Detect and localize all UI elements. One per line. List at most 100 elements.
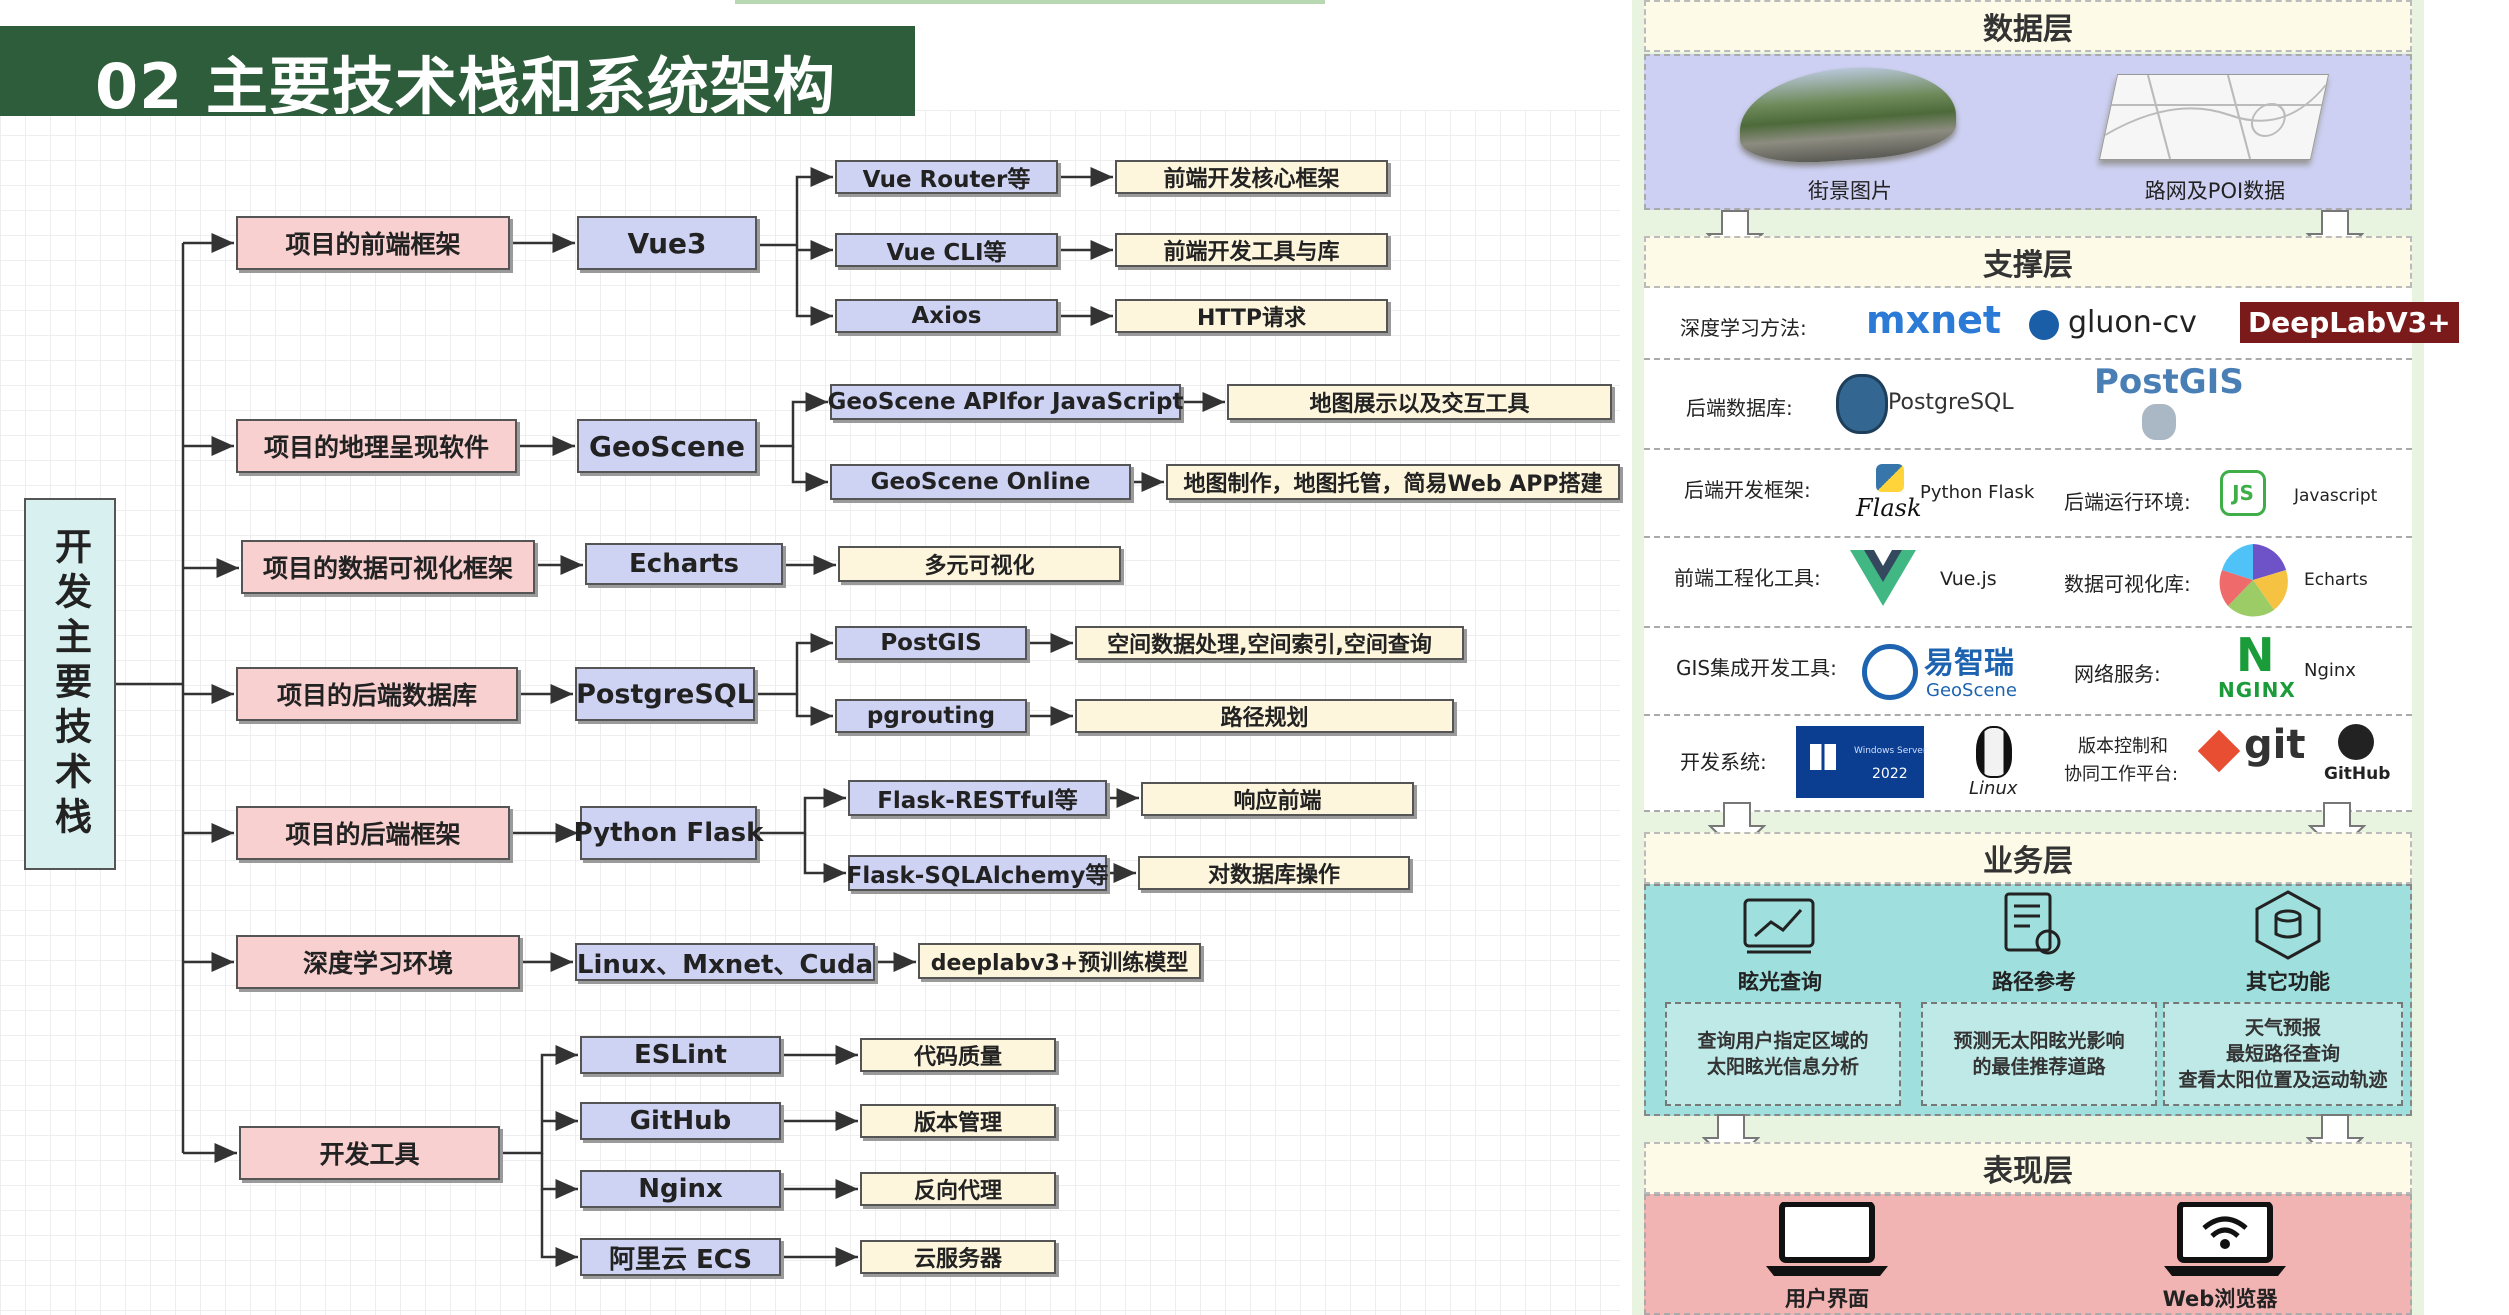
github-text: GitHub (2324, 764, 2391, 784)
vuejs-text: Vue.js (1940, 568, 1997, 590)
sub-pgrouting: pgrouting (835, 699, 1027, 733)
category-dataviz: 项目的数据可视化框架 (241, 540, 535, 594)
tech-vue3: Vue3 (577, 216, 757, 270)
echarts-icon (2219, 544, 2288, 617)
category-devtools: 开发工具 (239, 1126, 500, 1180)
python-icon (1876, 464, 1904, 492)
presentation-layer-header: 表现层 (1644, 1142, 2412, 1194)
desc-db-ops: 对数据库操作 (1138, 856, 1410, 890)
road-poi-label: 路网及POI数据 (2144, 179, 2286, 203)
postgis-elephant-icon (2142, 404, 2176, 440)
tech-postgresql: PostgreSQL (575, 667, 755, 721)
desc-routing: 路径规划 (1075, 699, 1454, 733)
other-functions-desc: 天气预报 最短路径查询 查看太阳位置及运动轨迹 (2163, 1002, 2403, 1106)
top-accent-line (735, 0, 1325, 4)
desc-map-display: 地图展示以及交互工具 (1227, 384, 1612, 420)
support-row-frontend-tools: 前端工程化工具: Vue.js 数据可视化库: Echarts (1644, 538, 2412, 628)
sub-axios: Axios (835, 299, 1058, 333)
category-frontend: 项目的前端框架 (236, 216, 510, 270)
git-logo: git (2244, 722, 2306, 768)
desc-multiviz: 多元可视化 (838, 546, 1121, 582)
data-layer-title: 数据层 (1983, 12, 2073, 47)
sub-flask-sqlalchemy: Flask-SQLAlchemy等 (847, 855, 1108, 891)
other-desc-line3: 查看太阳位置及运动轨迹 (2178, 1069, 2388, 1091)
support-layer-header: 支撑层 (1644, 236, 2412, 288)
desc-spatial: 空间数据处理,空间索引,空间查询 (1075, 626, 1464, 660)
tech-python-flask: Python Flask (574, 806, 763, 860)
desc-respond-frontend: 响应前端 (1141, 782, 1414, 816)
feature-glare-query: 眩光查询 (1738, 970, 1822, 994)
javascript-text: Javascript (2294, 486, 2378, 506)
data-layer-header: 数据层 (1644, 0, 2412, 52)
support-layer-title: 支撑层 (1983, 248, 2073, 283)
streetview-label: 街景图片 (1808, 179, 1892, 203)
feature-route-reference: 路径参考 (1992, 970, 2076, 994)
deeplab-logo: DeepLabV3+ (2240, 302, 2459, 343)
user-interface-label: 用户界面 (1785, 1287, 1869, 1311)
business-layer-title: 业务层 (1983, 844, 2073, 879)
git-diamond-icon (2197, 729, 2241, 773)
tech-geoscene: GeoScene (577, 419, 757, 473)
tool-nginx: Nginx (580, 1170, 781, 1208)
desc-frontend-core: 前端开发核心框架 (1115, 160, 1388, 194)
glare-desc-line1: 查询用户指定区域的 (1697, 1030, 1869, 1052)
postgresql-elephant-icon (1836, 374, 1888, 434)
windows-year: 2022 (1872, 766, 1908, 782)
desc-map-making: 地图制作，地图托管，简易Web APP搭建 (1166, 464, 1620, 500)
tool-aliyun-ecs: 阿里云 ECS (580, 1238, 781, 1276)
vue-icon (1850, 550, 1916, 606)
business-layer-header: 业务层 (1644, 832, 2412, 884)
browser-wifi-icon (2164, 1202, 2286, 1276)
desc-cloud-server: 云服务器 (860, 1240, 1056, 1274)
category-geo: 项目的地理呈现软件 (236, 419, 517, 473)
tech-linux-mxnet-cuda: Linux、Mxnet、Cuda (575, 943, 875, 981)
chart-trend-icon (1743, 898, 1815, 954)
route-desc-line2: 的最佳推荐道路 (1972, 1056, 2106, 1078)
vcs-label-a: 版本控制和 (2078, 736, 2168, 757)
support-row-backend-framework: 后端开发框架: Flask Python Flask 后端运行环境: JS Ja… (1644, 450, 2412, 538)
postgresql-logo: PostgreSQL (1888, 390, 2014, 415)
dl-label: 深度学习方法: (1680, 316, 1807, 340)
db-label: 后端数据库: (1686, 396, 1793, 420)
dataviz-label: 数据可视化库: (2064, 572, 2191, 596)
feature-other: 其它功能 (2246, 970, 2330, 994)
sub-geoscene-api: GeoScene APIfor JavaScript (828, 384, 1183, 420)
road-network-image (2098, 74, 2330, 160)
sub-flask-restful: Flask-RESTful等 (848, 780, 1107, 816)
category-database: 项目的后端数据库 (236, 667, 518, 721)
root-label: 开发主要技术栈 (48, 526, 92, 842)
tool-eslint: ESLint (580, 1036, 781, 1074)
page-title: 02 主要技术栈和系统架构 (95, 50, 836, 123)
linux-penguin-icon (1976, 726, 2012, 778)
category-backend: 项目的后端框架 (236, 806, 510, 860)
gis-label: GIS集成开发工具: (1676, 656, 1837, 680)
echarts-text: Echarts (2304, 570, 2368, 590)
desc-version-control: 版本管理 (860, 1104, 1056, 1138)
network-label: 网络服务: (2074, 662, 2161, 686)
route-reference-desc: 预测无太阳眩光影响 的最佳推荐道路 (1921, 1002, 2157, 1106)
other-desc-line1: 天气预报 (2244, 1017, 2321, 1039)
frontend-tools-label: 前端工程化工具: (1674, 566, 1821, 590)
glare-desc-line2: 太阳眩光信息分析 (1706, 1056, 1859, 1078)
nginx-logo: NGINX (2218, 678, 2296, 702)
sub-vue-router: Vue Router等 (835, 160, 1058, 194)
root-node: 开发主要技术栈 (24, 498, 116, 870)
support-row-os: 开发系统: Windows Server 2022 Linux 版本控制和 协同… (1644, 716, 2412, 812)
other-desc-line2: 最短路径查询 (2225, 1043, 2340, 1065)
sub-postgis: PostGIS (835, 626, 1027, 660)
tech-echarts: Echarts (585, 543, 783, 585)
esri-china-logo: 易智瑞 (1924, 646, 2014, 681)
route-doc-icon (2004, 892, 2061, 955)
desc-frontend-tools: 前端开发工具与库 (1115, 233, 1388, 267)
github-octocat-icon (2338, 724, 2374, 760)
windows-logo-icon (1810, 744, 1836, 770)
backend-label: 后端开发框架: (1684, 478, 1811, 502)
desc-http: HTTP请求 (1115, 299, 1388, 333)
nginx-text: Nginx (2304, 660, 2356, 681)
route-desc-line1: 预测无太阳眩光影响 (1953, 1030, 2125, 1052)
linux-text: Linux (1969, 778, 2018, 799)
laptop-icon (1766, 1202, 1888, 1276)
desc-reverse-proxy: 反向代理 (860, 1172, 1056, 1206)
gluon-icon (2029, 310, 2059, 340)
category-deeplearning: 深度学习环境 (236, 935, 520, 989)
